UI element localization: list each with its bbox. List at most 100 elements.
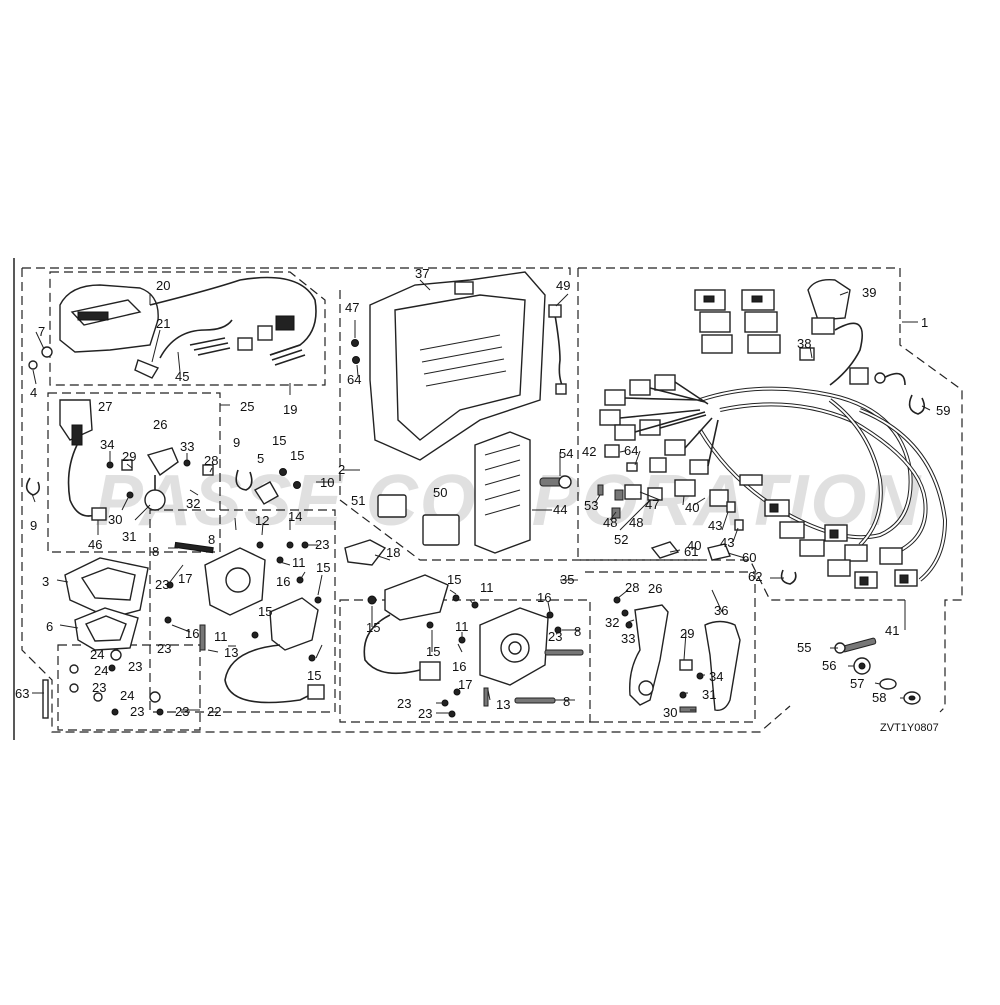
callout-28b: 28 [625, 580, 639, 595]
cover-badge [77, 311, 109, 321]
group-2-outline [339, 290, 905, 601]
leader-lines-a [31, 279, 931, 535]
callout-23h: 23 [548, 629, 562, 644]
callout-17b: 17 [458, 677, 472, 692]
callout-58: 58 [872, 690, 886, 705]
callout-31b: 31 [702, 687, 716, 702]
callout-48a: 48 [603, 515, 617, 530]
clip-62 [780, 569, 797, 585]
clip-21 [134, 359, 160, 379]
callout-34a: 34 [100, 437, 114, 452]
pin-63 [42, 679, 49, 719]
callout-24a: 24 [90, 647, 104, 662]
hardware-55-58 [834, 637, 921, 705]
lever-26 [629, 604, 669, 706]
bracket-37-slots [419, 334, 507, 387]
callout-46: 46 [88, 537, 102, 552]
conn-40b [709, 489, 729, 507]
callout-29b: 29 [680, 626, 694, 641]
callout-23b: 23 [155, 577, 169, 592]
group-25-outline [47, 392, 221, 553]
group-10-parts [164, 541, 325, 704]
fuse-43b [734, 519, 744, 531]
fuse-48a [614, 489, 624, 501]
drawing-code: ZVT1Y0807 [880, 722, 939, 734]
screw-15f [426, 621, 434, 629]
callout-3: 3 [42, 574, 49, 589]
connector-49 [548, 304, 562, 318]
harness-45-leads [189, 337, 231, 356]
screw-23b [111, 708, 119, 716]
grommet-47 [351, 339, 359, 347]
callout-38: 38 [797, 336, 811, 351]
callout-36: 36 [714, 603, 728, 618]
callout-15b: 15 [290, 448, 304, 463]
callout-8d: 8 [563, 694, 570, 709]
terminal-right [874, 372, 886, 384]
screw-32b [621, 609, 629, 617]
screw-11b [276, 556, 284, 564]
connector-leads [269, 344, 306, 366]
callout-15e: 15 [307, 668, 321, 683]
screw-33 [183, 459, 191, 467]
group-22-outline [57, 644, 201, 731]
callout-31a: 31 [122, 529, 136, 544]
callout-7: 7 [38, 324, 45, 339]
cover-wire [149, 276, 317, 356]
callout-9a: 9 [233, 435, 240, 450]
callout-32a: 32 [186, 496, 200, 511]
connector-18 [419, 661, 441, 681]
callout-40b: 40 [687, 538, 701, 553]
conn-l8 [689, 459, 709, 475]
screw-11a [251, 631, 259, 639]
callout-15d: 15 [258, 604, 272, 619]
grommet-64 [352, 356, 360, 364]
conn-l9 [649, 457, 667, 473]
connector-45c [275, 315, 295, 331]
plate-3-inner [80, 567, 136, 601]
callout-6: 6 [46, 619, 53, 634]
callout-23c: 23 [157, 641, 171, 656]
callout-15h: 15 [426, 644, 440, 659]
bolt-54-head [558, 475, 572, 489]
group-25-parts [59, 399, 214, 521]
screw-14 [286, 541, 294, 549]
callout-5: 5 [257, 451, 264, 466]
wire-27 [67, 444, 96, 517]
outer-top-outline [22, 267, 571, 280]
washer-57 [879, 678, 897, 690]
callout-34b: 34 [709, 669, 723, 684]
conn-r3 [779, 521, 805, 539]
switch-unit-10 [269, 597, 319, 651]
screw-17b [453, 688, 461, 696]
handle-36 [704, 620, 741, 711]
callout-16b: 16 [185, 626, 199, 641]
pin-13 [199, 624, 206, 651]
callout-63: 63 [15, 686, 29, 701]
group-10-outline [149, 509, 336, 713]
leader-lines-b [32, 517, 723, 714]
wire-38 [829, 322, 864, 386]
conn-l2 [629, 379, 651, 396]
callout-27: 27 [98, 399, 112, 414]
screw-11c [471, 601, 479, 609]
screw-23e [164, 616, 172, 624]
callout-45: 45 [175, 369, 189, 384]
left-branch-wires [619, 381, 719, 467]
callout-21: 21 [156, 316, 170, 331]
conn-r-latch-3 [859, 576, 869, 586]
conn-r1 [739, 474, 763, 486]
group-outlines [21, 267, 963, 733]
callout-51: 51 [351, 493, 365, 508]
conn-r4 [799, 539, 825, 557]
pin-13b [483, 687, 489, 707]
harness-45 [159, 319, 233, 359]
sensor-18 [384, 574, 449, 621]
clip-59 [908, 394, 926, 415]
washer-24a [110, 649, 122, 661]
clip-28b [613, 596, 621, 604]
callout-23g: 23 [175, 704, 189, 719]
callout-2: 2 [338, 462, 345, 477]
conn-r9 [879, 547, 903, 565]
